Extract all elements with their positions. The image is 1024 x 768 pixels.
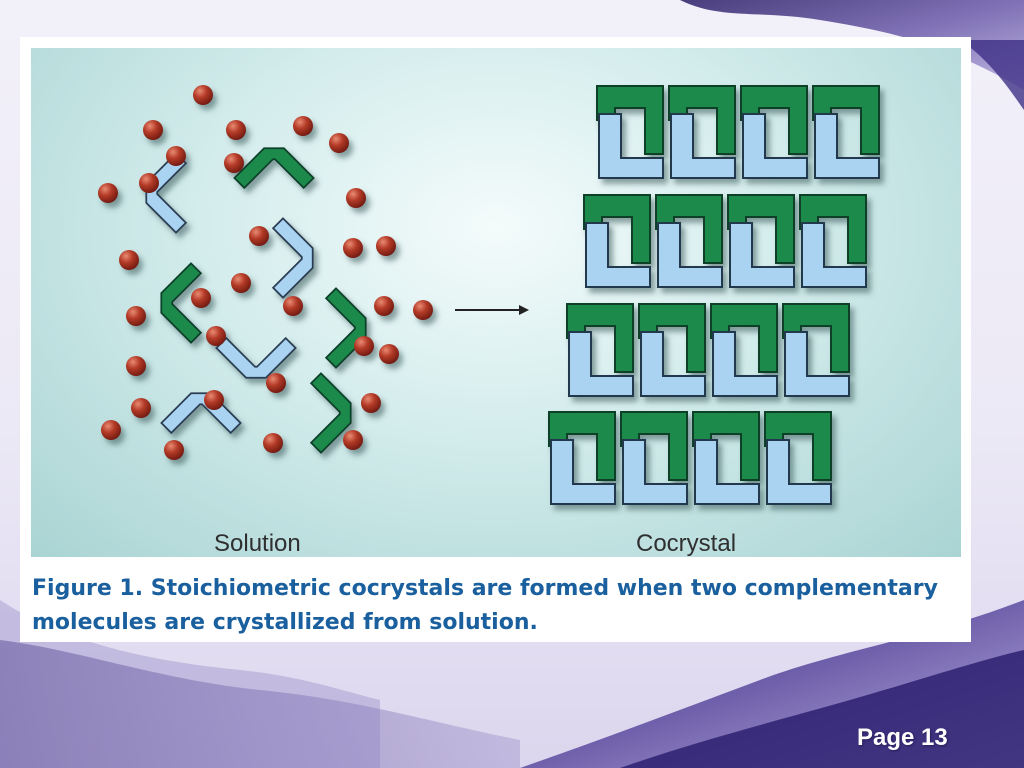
red-sphere-icon	[206, 326, 226, 346]
red-sphere-icon	[126, 356, 146, 376]
red-sphere-icon	[226, 120, 246, 140]
red-sphere-icon	[231, 273, 251, 293]
bottom-left-wave-light	[0, 600, 380, 768]
red-sphere-icon	[374, 296, 394, 316]
bottom-right-wave-dark	[620, 650, 1024, 768]
figure-panel: Solution Cocrystal	[31, 48, 961, 557]
blue-chevron-icon	[640, 331, 706, 397]
red-sphere-icon	[126, 306, 146, 326]
red-sphere-icon	[266, 373, 286, 393]
red-sphere-icon	[101, 420, 121, 440]
blue-chevron-icon	[801, 222, 867, 288]
blue-chevron-icon	[712, 331, 778, 397]
red-sphere-icon	[293, 116, 313, 136]
red-sphere-icon	[329, 133, 349, 153]
red-sphere-icon	[354, 336, 374, 356]
blue-chevron-icon	[784, 331, 850, 397]
red-sphere-icon	[413, 300, 433, 320]
red-sphere-icon	[224, 153, 244, 173]
blue-chevron-icon	[585, 222, 651, 288]
figure-card: Solution Cocrystal Figure 1. Stoichiomet…	[20, 37, 971, 642]
green-chevron-icon	[233, 137, 315, 219]
red-sphere-icon	[191, 288, 211, 308]
figure-caption: Figure 1. Stoichiometric cocrystals are …	[32, 576, 938, 635]
red-sphere-icon	[204, 390, 224, 410]
red-sphere-icon	[376, 236, 396, 256]
red-sphere-icon	[139, 173, 159, 193]
blue-chevron-icon	[598, 113, 664, 179]
red-sphere-icon	[143, 120, 163, 140]
blue-chevron-icon	[742, 113, 808, 179]
blue-chevron-icon	[729, 222, 795, 288]
figure-illustration	[98, 85, 880, 505]
bottom-left-wave	[0, 640, 520, 768]
red-sphere-icon	[343, 430, 363, 450]
blue-chevron-icon	[814, 113, 880, 179]
right-wave	[960, 40, 1024, 110]
blue-chevron-icon	[622, 439, 688, 505]
red-sphere-icon	[131, 398, 151, 418]
red-sphere-icon	[119, 250, 139, 270]
cocrystal-label: Cocrystal	[636, 530, 737, 557]
red-sphere-icon	[98, 183, 118, 203]
blue-chevron-icon	[670, 113, 736, 179]
top-right-wave	[680, 0, 1024, 90]
right-arrow-icon	[455, 305, 529, 315]
red-sphere-icon	[164, 440, 184, 460]
solvent-molecules	[98, 85, 433, 460]
blue-chevron-icon	[657, 222, 723, 288]
blue-chevron-icon	[550, 439, 616, 505]
blue-chevron-icon	[694, 439, 760, 505]
red-sphere-icon	[283, 296, 303, 316]
blue-chevron-icon	[215, 307, 297, 389]
red-sphere-icon	[193, 85, 213, 105]
page-number: Page 13	[857, 724, 948, 751]
blue-chevron-icon	[568, 331, 634, 397]
red-sphere-icon	[343, 238, 363, 258]
solution-group	[98, 85, 433, 464]
solution-label: Solution	[214, 530, 301, 557]
cocrystal-lattice	[548, 85, 880, 505]
red-sphere-icon	[263, 433, 283, 453]
red-sphere-icon	[346, 188, 366, 208]
red-sphere-icon	[166, 146, 186, 166]
red-sphere-icon	[361, 393, 381, 413]
red-sphere-icon	[379, 344, 399, 364]
blue-chevron-icon	[766, 439, 832, 505]
red-sphere-icon	[249, 226, 269, 246]
